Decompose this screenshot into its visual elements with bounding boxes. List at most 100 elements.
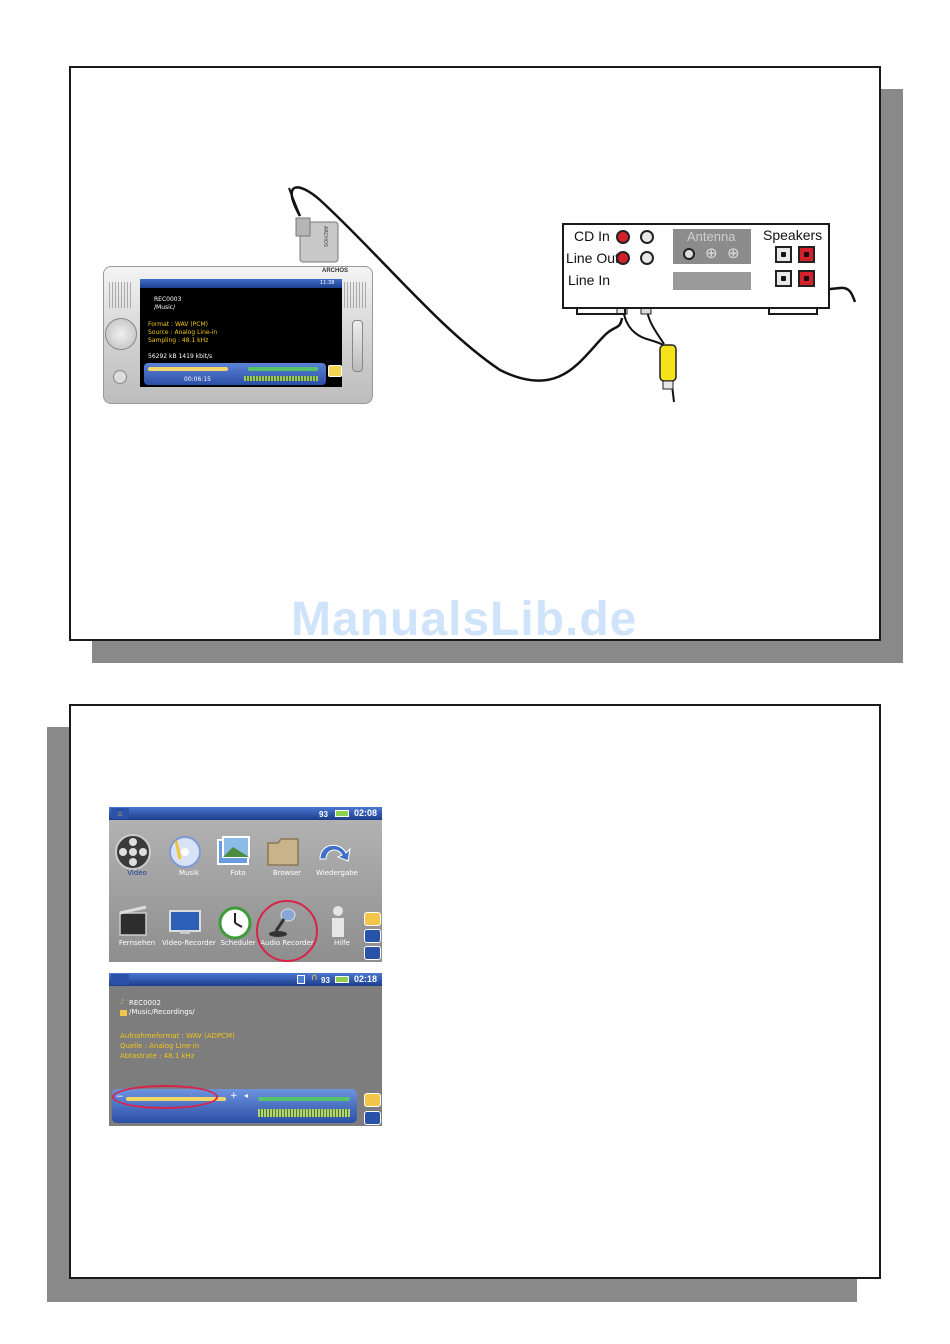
- scheduler-icon: [218, 906, 252, 940]
- device-speaker-right: [344, 282, 368, 308]
- device-level-meter: [244, 376, 318, 381]
- speaker-terminal-red-top: [798, 246, 815, 263]
- cd-in-jack-red: [616, 230, 630, 244]
- line-out-jack-white: [640, 251, 654, 265]
- device-settings-icon: [328, 365, 342, 377]
- menu-item-music[interactable]: Musik: [166, 833, 212, 881]
- lock-icon[interactable]: [364, 946, 381, 960]
- device-screen-topbar: [140, 279, 342, 288]
- adapter-label: ARCHOS: [322, 226, 328, 248]
- device-source: Source : Analog Line-in: [148, 329, 218, 336]
- device-button[interactable]: [113, 370, 127, 384]
- stereo-foot-right: [768, 307, 818, 315]
- device-sampling: Sampling : 48.1 kHz: [148, 337, 209, 344]
- device-speaker-left: [109, 282, 133, 308]
- line-out-jack-red: [616, 251, 630, 265]
- menu-label-help: Hilfe: [334, 939, 350, 947]
- rec-home-icon[interactable]: [111, 974, 129, 985]
- device-size-rate: 56292 kB 1419 kbit/s: [148, 353, 213, 360]
- rec-mode-icon: [297, 975, 305, 984]
- black-cable: [290, 186, 624, 382]
- rec-volume-slider[interactable]: [258, 1097, 350, 1101]
- menu-item-help[interactable]: Hilfe: [319, 903, 365, 951]
- menu-item-scheduler[interactable]: Scheduler: [215, 903, 261, 951]
- menu-status-bar: [109, 807, 382, 820]
- rec-folder-icon: [120, 1010, 127, 1016]
- rec-record-icon[interactable]: [364, 1111, 381, 1125]
- device-volume-bar: [248, 367, 318, 371]
- menu-volume: 93: [319, 810, 328, 819]
- device-brand: ARCHOS: [322, 268, 349, 274]
- resume-icon: [319, 844, 351, 862]
- menu-time: 02:08: [353, 808, 377, 818]
- device-elapsed: 00:06:15: [184, 376, 211, 383]
- cd-in-jack-white: [640, 230, 654, 244]
- menu-label-tv: Fernsehen: [118, 939, 156, 947]
- speaker-terminal-white-bottom: [775, 270, 792, 287]
- antenna-label: Antenna: [687, 229, 736, 244]
- video-recorder-icon: [169, 910, 201, 934]
- rec-level-meter: [258, 1109, 350, 1117]
- watermark: ManualsLib.de: [291, 593, 638, 646]
- menu-label-photo: Foto: [230, 869, 246, 877]
- photo-icon: [217, 836, 250, 865]
- menu-item-browser[interactable]: Browser: [264, 833, 310, 881]
- device-dpad[interactable]: [105, 318, 137, 350]
- device-progress: [148, 367, 228, 371]
- rec-gain-plus[interactable]: +: [230, 1091, 238, 1101]
- menu-item-video-recorder[interactable]: Video-Recorder: [162, 903, 216, 951]
- music-icon: [169, 836, 201, 868]
- home-icon[interactable]: ⌂: [111, 808, 129, 819]
- rec-folder: /Music/Recordings/: [129, 1008, 195, 1016]
- line-out-label: Line Out: [566, 250, 619, 266]
- rec-source: Quelle : Analog Line-in: [120, 1042, 200, 1050]
- menu-label-music: Musik: [178, 869, 200, 877]
- info-icon: [332, 906, 344, 937]
- audio-recorder-highlight: [256, 900, 318, 962]
- device-control-bar: 00:06:15: [144, 363, 326, 385]
- device-time: 11:38: [320, 280, 335, 286]
- rec-battery-icon: [335, 976, 349, 983]
- headphones-icon[interactable]: [364, 929, 381, 943]
- rec-volume: 93: [321, 976, 330, 985]
- recording-screenshot: ∩ 93 02:18 ♪ REC0002 /Music/Recordings/ …: [109, 973, 382, 1126]
- device-side-buttons[interactable]: [352, 320, 363, 372]
- rec-status-bar: [109, 973, 382, 986]
- menu-label-scheduler: Scheduler: [220, 939, 256, 947]
- antenna-coax-icon: [683, 248, 695, 260]
- menu-item-resume[interactable]: Wiedergabe: [314, 833, 360, 881]
- rec-headphones-icon: ∩: [311, 973, 318, 983]
- device-format: Format : WAV (PCM): [148, 321, 208, 328]
- device-folder: /Music/: [154, 304, 176, 311]
- video-icon: [115, 834, 151, 870]
- battery-icon: [335, 810, 349, 817]
- line-in-label: Line In: [568, 272, 611, 288]
- device-screen: 11:38 REC0003 /Music/ Format : WAV (PCM)…: [140, 279, 342, 387]
- menu-item-photo[interactable]: Foto: [215, 833, 261, 881]
- menu-label-video: Video: [127, 869, 147, 877]
- gain-slider-highlight: [112, 1085, 218, 1109]
- main-menu-screenshot: ⌂ 93 02:08 Video Musik Foto Browser Wied…: [109, 807, 382, 962]
- antenna-plus-icon: ⊕: [705, 244, 718, 262]
- browser-icon: [267, 838, 299, 866]
- device-file-name: REC0003: [154, 296, 182, 303]
- rec-speaker-icon: ◂: [244, 1091, 249, 1100]
- speaker-terminal-white-top: [775, 246, 792, 263]
- menu-label-resume: Wiedergabe: [315, 869, 358, 877]
- menu-label-browser: Browser: [272, 869, 302, 877]
- antenna-plus-icon-2: ⊕: [727, 244, 740, 262]
- yellow-plug: [659, 344, 677, 382]
- speakers-label: Speakers: [763, 227, 823, 243]
- rec-note-icon: ♪: [120, 998, 125, 1006]
- settings-icon[interactable]: [364, 912, 381, 926]
- black-cable-2: [288, 187, 301, 217]
- rec-settings-icon[interactable]: [364, 1093, 381, 1107]
- menu-item-tv[interactable]: Fernsehen: [114, 903, 160, 951]
- stereo-display: [673, 272, 751, 290]
- rec-format: Aufnahmeformat : WAV (ADPCM): [120, 1032, 235, 1040]
- cd-in-label: CD In: [574, 228, 610, 244]
- rec-time: 02:18: [353, 974, 377, 984]
- tv-icon: [119, 905, 147, 936]
- speaker-terminal-red-bottom: [798, 270, 815, 287]
- menu-item-video[interactable]: Video: [114, 833, 160, 881]
